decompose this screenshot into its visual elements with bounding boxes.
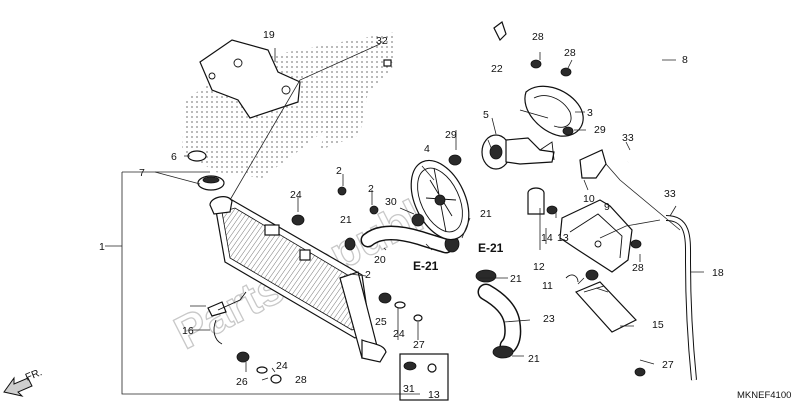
callout-21a: 21 bbox=[340, 214, 352, 226]
callout-32: 33 bbox=[664, 188, 676, 200]
callout-13: 16 bbox=[182, 325, 194, 337]
callout-21b: 21 bbox=[480, 208, 492, 220]
crossref-e21-right: E-21 bbox=[478, 241, 504, 255]
callout-27b: 28 bbox=[295, 374, 307, 386]
callout-2c: 2 bbox=[365, 269, 371, 281]
callout-28a: 28 bbox=[532, 31, 544, 43]
callout-10: 11 bbox=[542, 280, 553, 292]
reserve-tank bbox=[527, 149, 646, 377]
callout-26: 28 bbox=[632, 262, 644, 274]
callout-23b: 24 bbox=[276, 360, 288, 372]
callout-28b: 28 bbox=[564, 47, 576, 59]
leader-lines bbox=[105, 43, 704, 395]
callout-8b: 13 bbox=[557, 232, 569, 244]
fasteners bbox=[207, 186, 423, 384]
callout-5: 5 bbox=[483, 109, 489, 121]
crossref-e21-left: E-21 bbox=[413, 259, 439, 273]
callout-20: 23 bbox=[543, 313, 555, 325]
callout-15: 15 bbox=[652, 319, 664, 331]
callout-11: 8 bbox=[682, 54, 688, 66]
callout-labels: 19 32 22 28 28 8 3 29 5 29 33 4 6 7 2 2 … bbox=[99, 29, 724, 401]
callout-7: 6 bbox=[171, 151, 177, 163]
callout-30: 31 bbox=[403, 383, 415, 395]
callout-25: 27 bbox=[662, 359, 674, 371]
callout-3: 3 bbox=[587, 107, 593, 119]
callout-16: 14 bbox=[541, 232, 553, 244]
callout-31b: 33 bbox=[622, 132, 634, 144]
callout-24a: 24 bbox=[290, 189, 302, 201]
callout-27a: 27 bbox=[413, 339, 425, 351]
radiator bbox=[209, 196, 387, 363]
callout-24b: 25 bbox=[375, 316, 387, 328]
front-arrow-label: FR. bbox=[24, 366, 44, 383]
callout-21d: 21 bbox=[528, 353, 540, 365]
callout-21c: 21 bbox=[510, 273, 522, 285]
callout-8: 13 bbox=[428, 389, 440, 401]
callout-23a: 24 bbox=[393, 328, 405, 340]
front-arrow-icon: FR. bbox=[3, 366, 44, 397]
callout-12: 10 bbox=[583, 193, 595, 205]
lower-hose bbox=[475, 269, 522, 359]
radiator-cap bbox=[187, 150, 225, 191]
callout-2a: 2 bbox=[336, 165, 342, 177]
overflow-hose bbox=[665, 215, 697, 381]
callout-9: 9 bbox=[604, 201, 610, 213]
callout-4: 4 bbox=[424, 143, 430, 155]
bolt-bracket bbox=[399, 353, 449, 401]
callout-1: 1 bbox=[99, 241, 105, 253]
upper-hose bbox=[383, 5, 669, 165]
callout-14: 12 bbox=[533, 261, 545, 273]
callout-19: 20 bbox=[374, 254, 386, 266]
diagram-code: MKNEF4100 bbox=[737, 390, 791, 401]
cooling-fan bbox=[410, 159, 470, 241]
bracket-plate bbox=[199, 39, 301, 119]
callout-22: 22 bbox=[491, 63, 503, 75]
fan-motor bbox=[448, 21, 584, 170]
callout-2b: 2 bbox=[368, 183, 374, 195]
callout-29a: 29 bbox=[445, 129, 457, 141]
callout-6: 7 bbox=[139, 167, 145, 179]
hose-19 bbox=[344, 225, 460, 254]
callout-24c: 26 bbox=[236, 376, 248, 388]
callout-29b: 30 bbox=[385, 196, 397, 208]
callout-17: 18 bbox=[712, 267, 724, 279]
callout-18: 19 bbox=[263, 29, 275, 41]
callout-31a: 32 bbox=[376, 35, 388, 47]
callout-28c: 29 bbox=[594, 124, 606, 136]
